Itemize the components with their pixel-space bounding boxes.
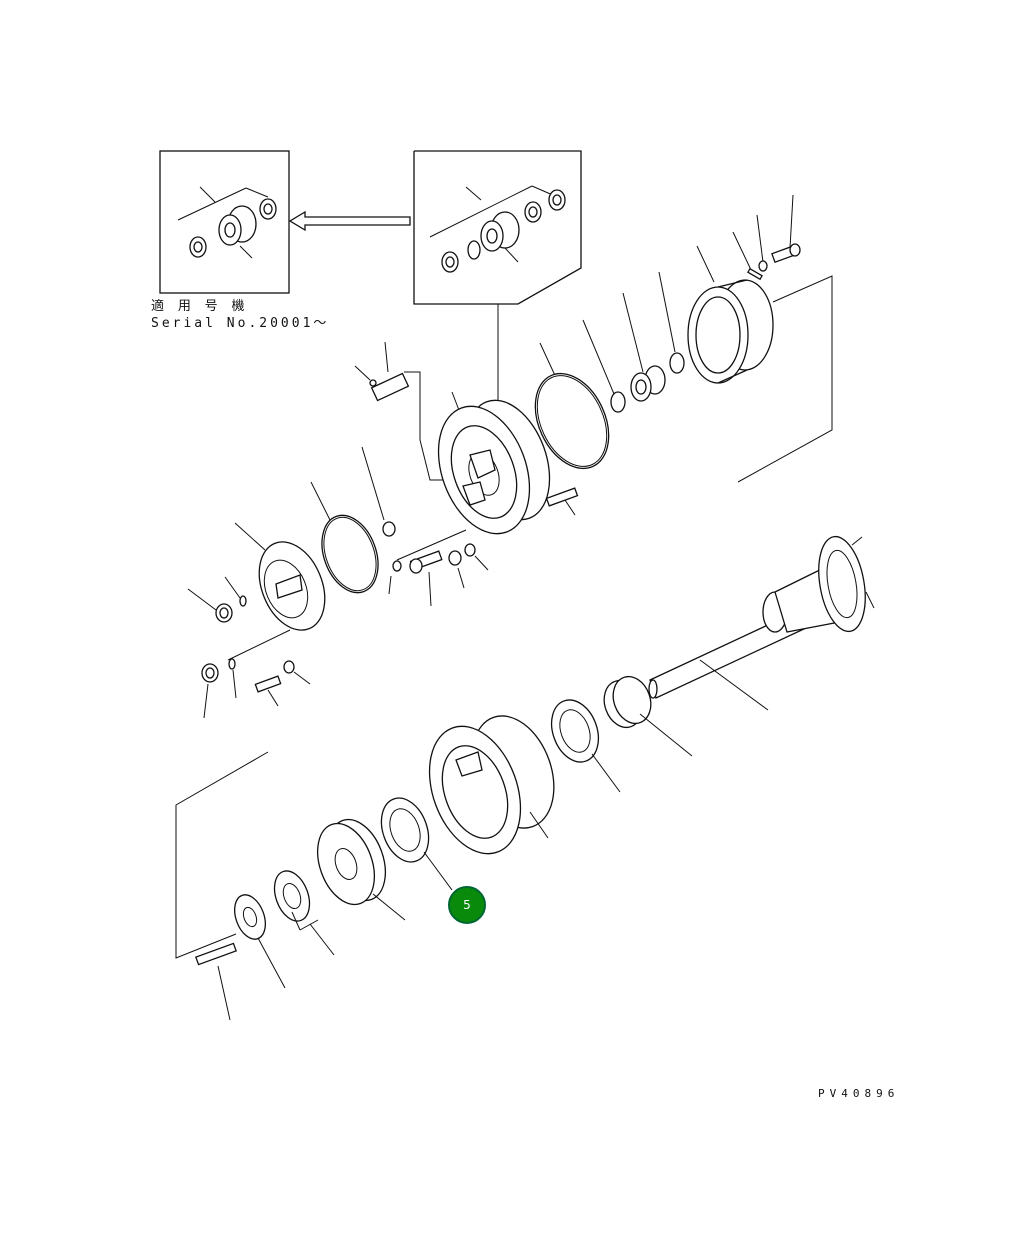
cover-plate: [234, 522, 326, 631]
bolts-middle: [361, 446, 489, 607]
inset-box-standard: [413, 150, 582, 410]
inset-nut-left: [189, 236, 207, 258]
inset2-bearing: [480, 211, 520, 252]
carrier-housing-upper: [437, 391, 551, 535]
stud-bolt: [545, 487, 579, 516]
serial-note-line1: 適 用 号 機: [151, 299, 248, 314]
inset2-nut-right: [548, 189, 566, 211]
serial-applicability-note: 適 用 号 機 Serial No.20001～: [151, 298, 329, 332]
planet-bearing-upper: [582, 271, 685, 413]
drawing-code: PV40896: [818, 1087, 900, 1100]
o-ring-middle: [310, 481, 379, 594]
inset2-snap-ring: [467, 240, 481, 260]
ring-gear: [687, 245, 833, 483]
bolt-lower-left: [195, 942, 237, 1021]
callout-label: 5: [463, 898, 471, 912]
sun-gear-plate: [317, 818, 406, 921]
bearing-small-lower: [380, 797, 453, 891]
dowel-pin-upper: [354, 341, 477, 481]
inset-box-serial-variant: [159, 150, 290, 294]
bearing-lower: [550, 699, 621, 793]
shim-plate: [273, 870, 335, 956]
reference-arrow: [288, 210, 411, 232]
inset-nut-right: [259, 198, 277, 220]
hub-carrier-lower: [428, 715, 555, 855]
group-bracket-lower: [175, 751, 269, 959]
inset2-nut-mid: [524, 201, 542, 223]
inset2-nut-left: [441, 251, 459, 273]
output-shaft: [648, 535, 875, 711]
thrust-washer: [234, 894, 286, 989]
bearing-race-lower: [603, 675, 693, 757]
inset-bearing: [218, 205, 257, 246]
serial-note-line2: Serial No.20001～: [151, 316, 330, 331]
part-callout-5[interactable]: 5: [448, 886, 486, 924]
o-ring-upper: [534, 342, 610, 470]
washer-top-right: [758, 260, 768, 272]
bolts-left: [187, 576, 311, 719]
bolt-top-right: [732, 194, 801, 281]
